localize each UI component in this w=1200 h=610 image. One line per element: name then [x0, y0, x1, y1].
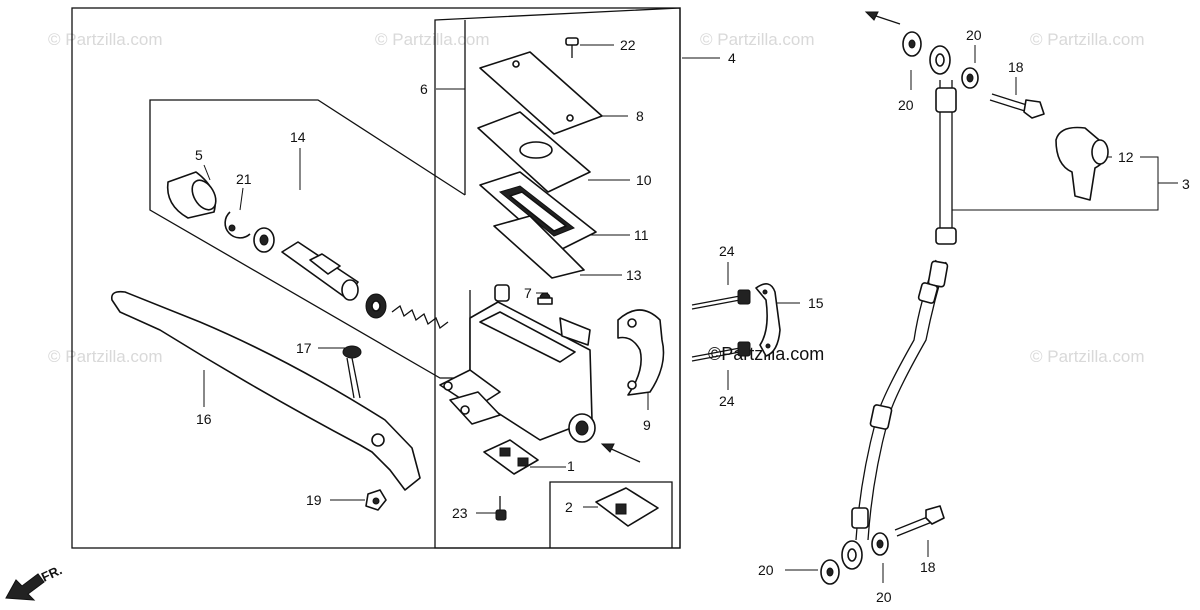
callout-18-upper: 18	[1008, 59, 1024, 75]
arrow-head-icon	[600, 443, 615, 453]
part-master-cylinder-body	[439, 284, 596, 443]
callout-15: 15	[808, 295, 824, 311]
part-20-washers	[820, 31, 979, 585]
direction-arrows	[600, 11, 901, 463]
watermark: © Partzilla.com	[48, 30, 163, 49]
part-8-reservoir-cap	[479, 51, 603, 135]
part-24-bolts	[691, 289, 751, 362]
watermark: © Partzilla.com	[48, 347, 163, 366]
part-piston-seal	[253, 227, 275, 253]
assembly-frames	[71, 7, 681, 549]
callout-20-a: 20	[898, 97, 914, 113]
callout-22: 22	[620, 37, 636, 53]
part-16-lever	[110, 290, 421, 491]
callout-12: 12	[1118, 149, 1134, 165]
part-21-circlip	[224, 211, 251, 239]
part-10-plate	[477, 111, 591, 193]
part-17-pivot-bolt	[342, 345, 362, 399]
part-19-nut	[365, 489, 387, 511]
callout-10: 10	[636, 172, 652, 188]
master-cylinder-frame	[71, 7, 681, 549]
part-brake-hose	[841, 45, 957, 570]
leader-lines	[203, 44, 1178, 583]
part-9-holder	[617, 309, 665, 396]
part-13-gasket	[493, 215, 585, 279]
callout-2: 2	[565, 499, 573, 515]
watermark: © Partzilla.com	[1030, 347, 1145, 366]
part-15-plate	[755, 283, 781, 357]
callout-3: 3	[1182, 176, 1190, 192]
callout-7: 7	[524, 285, 532, 301]
callout-23: 23	[452, 505, 468, 521]
part-7-screw	[537, 292, 553, 305]
front-label: FR.	[39, 562, 64, 584]
callout-4: 4	[728, 50, 736, 66]
watermark: © Partzilla.com	[375, 30, 490, 49]
part-12-cap	[1055, 126, 1109, 201]
leader-21	[239, 187, 244, 211]
part-piston	[281, 241, 359, 301]
callout-18-lower: 18	[920, 559, 936, 575]
callout-6: 6	[420, 81, 428, 97]
callout-24-lower: 24	[719, 393, 735, 409]
part-spring	[365, 293, 449, 330]
front-direction-indicator: FR.	[5, 562, 64, 601]
part-18-bolts	[894, 93, 1045, 537]
reservoir-frame	[434, 7, 681, 549]
callout-9: 9	[643, 417, 651, 433]
switch-frame	[549, 481, 673, 548]
callout-21: 21	[236, 171, 252, 187]
part-22-screw	[565, 37, 579, 58]
leader-5	[203, 164, 211, 181]
callout-20-b: 20	[966, 27, 982, 43]
part-11-diaphragm	[479, 171, 597, 253]
callout-11: 11	[634, 227, 649, 243]
front-arrow-icon	[5, 573, 45, 601]
callout-13: 13	[626, 267, 642, 283]
part-1-stop-switch	[483, 439, 539, 475]
callout-20-d: 20	[876, 589, 892, 605]
callout-16: 16	[196, 411, 212, 427]
callout-19: 19	[306, 492, 322, 508]
arrow-into-cylinder-icon	[606, 446, 641, 463]
callout-5: 5	[195, 147, 203, 163]
watermark: © Partzilla.com	[1030, 30, 1145, 49]
callout-20-c: 20	[758, 562, 774, 578]
part-2-switch	[595, 487, 659, 527]
callout-24-upper: 24	[719, 243, 735, 259]
arrow-head-icon	[864, 11, 879, 21]
callout-8: 8	[636, 108, 644, 124]
callout-1: 1	[567, 458, 575, 474]
callout-17: 17	[296, 340, 312, 356]
watermark: © Partzilla.com	[700, 30, 815, 49]
callout-14: 14	[290, 129, 306, 145]
callout-labels: 1 2 3 4 5 6 7 8 9 10 11 12 13 14 15 16 1…	[195, 27, 1190, 605]
part-5-boot	[166, 171, 217, 219]
part-23-screw	[495, 496, 507, 521]
